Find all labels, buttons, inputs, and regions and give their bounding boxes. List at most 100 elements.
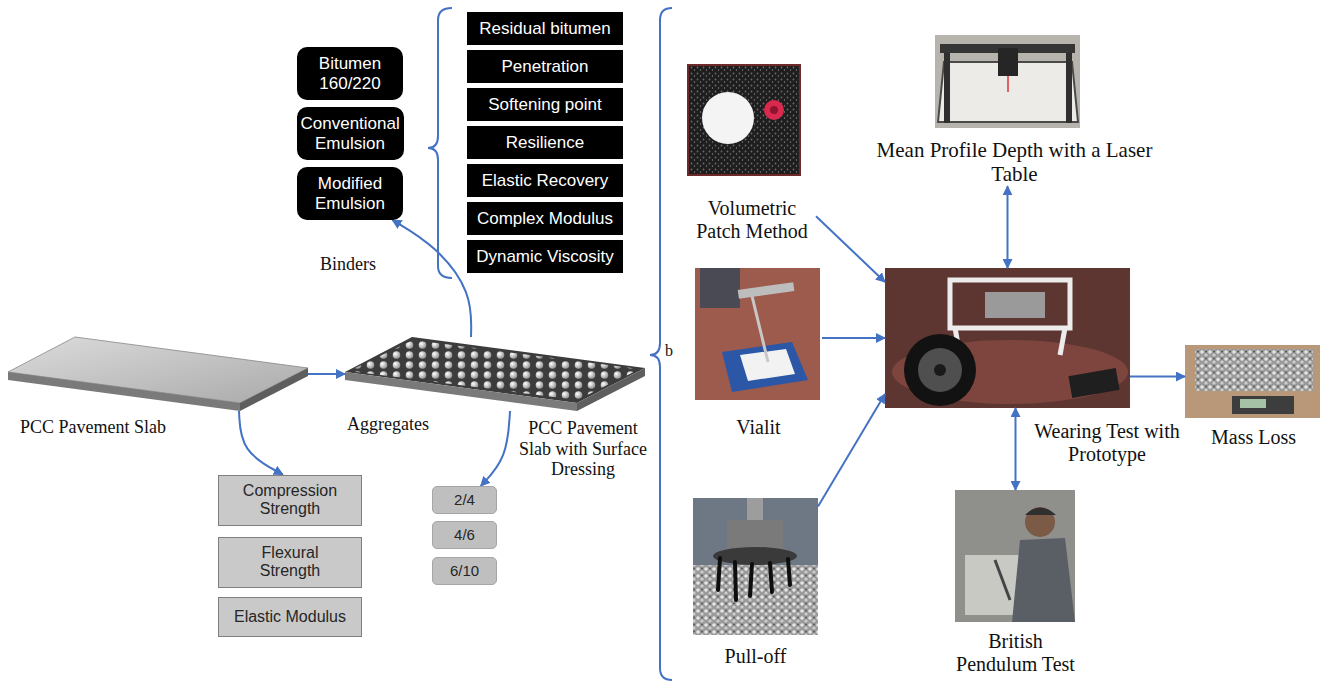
pendulum-arm: [995, 560, 1010, 600]
figure-caption: Wearing Test with Prototype: [1022, 420, 1192, 466]
operator-body: [1012, 538, 1075, 622]
connector-arrow: [818, 394, 885, 507]
photo-ground: [955, 490, 1075, 622]
laser-beam: [1007, 76, 1009, 92]
tyre: [904, 334, 976, 406]
bracket: [428, 8, 452, 278]
binder-box: Modified Emulsion: [297, 167, 403, 220]
aggregate-size-box: 4/6: [432, 521, 497, 549]
box-label: Compression Strength: [235, 482, 345, 519]
property-box: Resilience: [467, 126, 623, 159]
box-label: Elastic Modulus: [234, 608, 346, 626]
connector-arrow: [1007, 186, 1009, 268]
frame-post: [1066, 53, 1072, 123]
stray-letter: b: [663, 342, 675, 360]
aggregate-chips: [349, 340, 640, 400]
slab-top: [8, 337, 308, 403]
test-photo: Wearing Test with Prototype: [885, 268, 1130, 408]
specimen-surface: [1195, 349, 1313, 391]
box-label: 6/10: [450, 562, 479, 579]
figure-caption: Pull-off: [693, 645, 818, 668]
scale-display: [1240, 399, 1266, 408]
figure-caption: Mass Loss: [1185, 426, 1322, 449]
pull-off-photo: [693, 498, 818, 635]
property-box: Elastic Recovery: [467, 164, 623, 197]
connector-arrow: [822, 337, 885, 339]
connector-arrow: [239, 411, 283, 475]
test-photo: Volumetric Patch Method: [688, 65, 816, 243]
figure-caption: PCC Pavement Slab with Surface Dressing: [518, 418, 648, 480]
wheel-hub: [934, 364, 946, 376]
base-plate: [722, 342, 808, 392]
slab-figure: PCC Pavement Slab with Surface Dressing: [345, 337, 645, 411]
box-label: Bitumen 160/220: [301, 54, 399, 93]
box-label: Softening point: [488, 95, 601, 115]
wheel-rim: [918, 348, 962, 392]
photo-ground: [885, 268, 1130, 408]
slab-side: [577, 368, 645, 411]
box-label: Flexural Strength: [240, 544, 340, 581]
sand-patch: [702, 92, 754, 144]
wearing-prototype-photo: [885, 268, 1130, 408]
frame-leg: [1060, 328, 1065, 355]
test-specimen: [1068, 368, 1119, 398]
laser-table-photo: [935, 35, 1080, 128]
test-photo: Pull-off: [693, 498, 818, 668]
pendulum-device: [965, 555, 1025, 615]
box-label: 4/6: [454, 526, 475, 543]
edge-label: Binders: [318, 254, 378, 275]
slab-top: [345, 337, 645, 403]
photo-ground: [1185, 345, 1320, 418]
box-label: Penetration: [502, 57, 589, 77]
property-box: Complex Modulus: [467, 202, 623, 235]
frame-leg: [955, 328, 960, 355]
test-plate: [740, 349, 795, 381]
laser-head: [998, 48, 1018, 76]
disc-handle: [770, 106, 778, 114]
british-pendulum-photo: [955, 490, 1075, 622]
slab-side: [240, 368, 308, 411]
connector-arrow: [816, 216, 885, 282]
gantry-rail: [940, 44, 1075, 53]
machine-frame: [950, 280, 1070, 328]
edge-label: Aggregates: [345, 414, 431, 435]
figure-caption: Vialit: [695, 416, 822, 439]
photo-ground: [695, 268, 820, 400]
connector-arrow: [1015, 408, 1017, 490]
figure-caption: Mean Profile Depth with a Laser Table: [872, 138, 1157, 186]
drop-ball-holder: [738, 282, 795, 299]
table-bed: [938, 62, 1078, 122]
figure-caption: PCC Pavement Slab: [20, 417, 190, 438]
scale-body: [1232, 396, 1294, 414]
pcc-slab-illustration: [8, 337, 308, 411]
binder-strings: [718, 558, 790, 600]
box-label: Modified Emulsion: [301, 174, 399, 213]
box-label: 2/4: [454, 491, 475, 508]
photo-ground: [693, 498, 818, 635]
binder-box: Conventional Emulsion: [297, 107, 404, 160]
operator-legs: [700, 268, 740, 308]
motor-block: [985, 292, 1045, 318]
spreading-disc: [764, 100, 784, 120]
figure-caption: British Pendulum Test: [953, 630, 1078, 676]
property-box: Residual bitumen: [467, 12, 623, 45]
connector-arrow: [481, 411, 510, 486]
operator-hair: [1025, 508, 1056, 516]
figure-caption: Volumetric Patch Method: [688, 197, 816, 243]
pull-dolly: [727, 520, 783, 550]
property-box: Dynamic Viscosity: [467, 240, 623, 273]
slab-side: [8, 372, 240, 411]
slab-side: [345, 372, 577, 411]
mass-loss-photo: [1185, 345, 1320, 418]
slab-figure: PCC Pavement Slab: [8, 337, 308, 411]
pull-stem: [747, 498, 763, 522]
property-box: Softening point: [467, 88, 623, 121]
volumetric-patch-photo: [688, 65, 800, 175]
property-box: Penetration: [467, 50, 623, 83]
box-label: Elastic Recovery: [482, 171, 609, 191]
frame-post: [944, 53, 950, 123]
aggregate-bed: [693, 565, 818, 635]
photo-ground: [935, 35, 1080, 128]
